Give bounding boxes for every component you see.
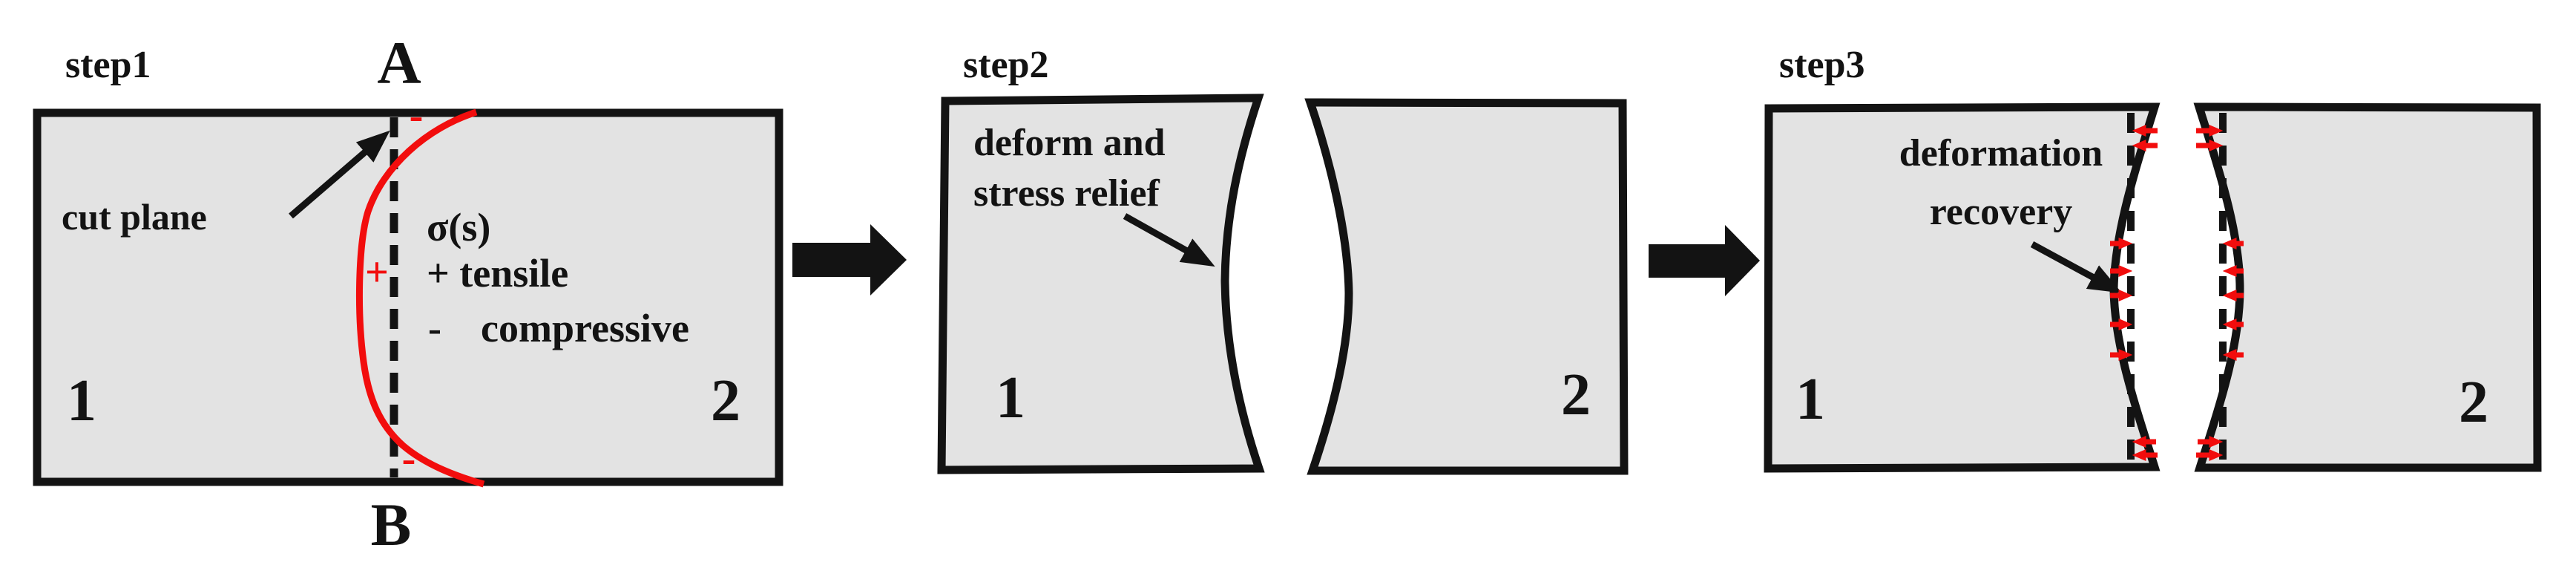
step2-piece1-number: 1	[996, 365, 1025, 431]
step3-piece2-number: 2	[2459, 370, 2488, 435]
compressive-minus-sign: -	[428, 306, 441, 350]
step2-group: step2 deform and stress relief 1 2	[937, 44, 1629, 475]
step3-note-pointer-arrow	[2030, 241, 2122, 293]
step2-note-line2: stress relief	[973, 172, 1160, 215]
step2-note-pointer-arrow	[1123, 213, 1215, 267]
tensile-legend: + tensile	[427, 251, 568, 295]
step3-piece1-recovery-arrows	[2110, 124, 2158, 462]
step3-label: step3	[1779, 44, 1865, 86]
step2-note-line1: deform and	[973, 122, 1166, 164]
stress-profile-curve	[355, 108, 485, 488]
step1-to-step2-arrow-icon	[792, 224, 907, 295]
cut-plane-pointer-arrow	[289, 130, 390, 219]
step1-label: step1	[65, 44, 151, 86]
step2-piece2-shape	[1304, 98, 1629, 475]
step2-piece2-number: 2	[1561, 362, 1591, 428]
step1-block	[33, 108, 783, 486]
step2-piece1-shape	[937, 94, 1265, 474]
cut-point-a-label: A	[377, 29, 421, 97]
step2-label: step2	[963, 44, 1049, 86]
cut-point-b-label: B	[371, 491, 412, 558]
step3-note-line1: deformation	[1899, 132, 2103, 174]
step1-group: step1 A B - + - cut plane σ(s) + tensile…	[33, 29, 783, 558]
step1-piece2-number: 2	[711, 368, 740, 434]
step3-group: step3 deformation recovery	[1764, 44, 2542, 473]
cut-plane-label: cut plane	[62, 196, 207, 238]
step3-piece2-recovery-arrows	[2196, 124, 2244, 462]
stress-minus-top: -	[410, 93, 424, 139]
stress-minus-bottom: -	[402, 436, 416, 482]
sigma-label: σ(s)	[427, 205, 490, 249]
step3-piece1-number: 1	[1795, 367, 1825, 432]
compressive-legend: compressive	[481, 306, 689, 350]
step2-to-step3-arrow-icon	[1649, 225, 1760, 296]
stress-plus-middle: +	[365, 249, 389, 295]
step3-note-line2: recovery	[1930, 191, 2072, 233]
step1-piece1-number: 1	[67, 368, 96, 434]
